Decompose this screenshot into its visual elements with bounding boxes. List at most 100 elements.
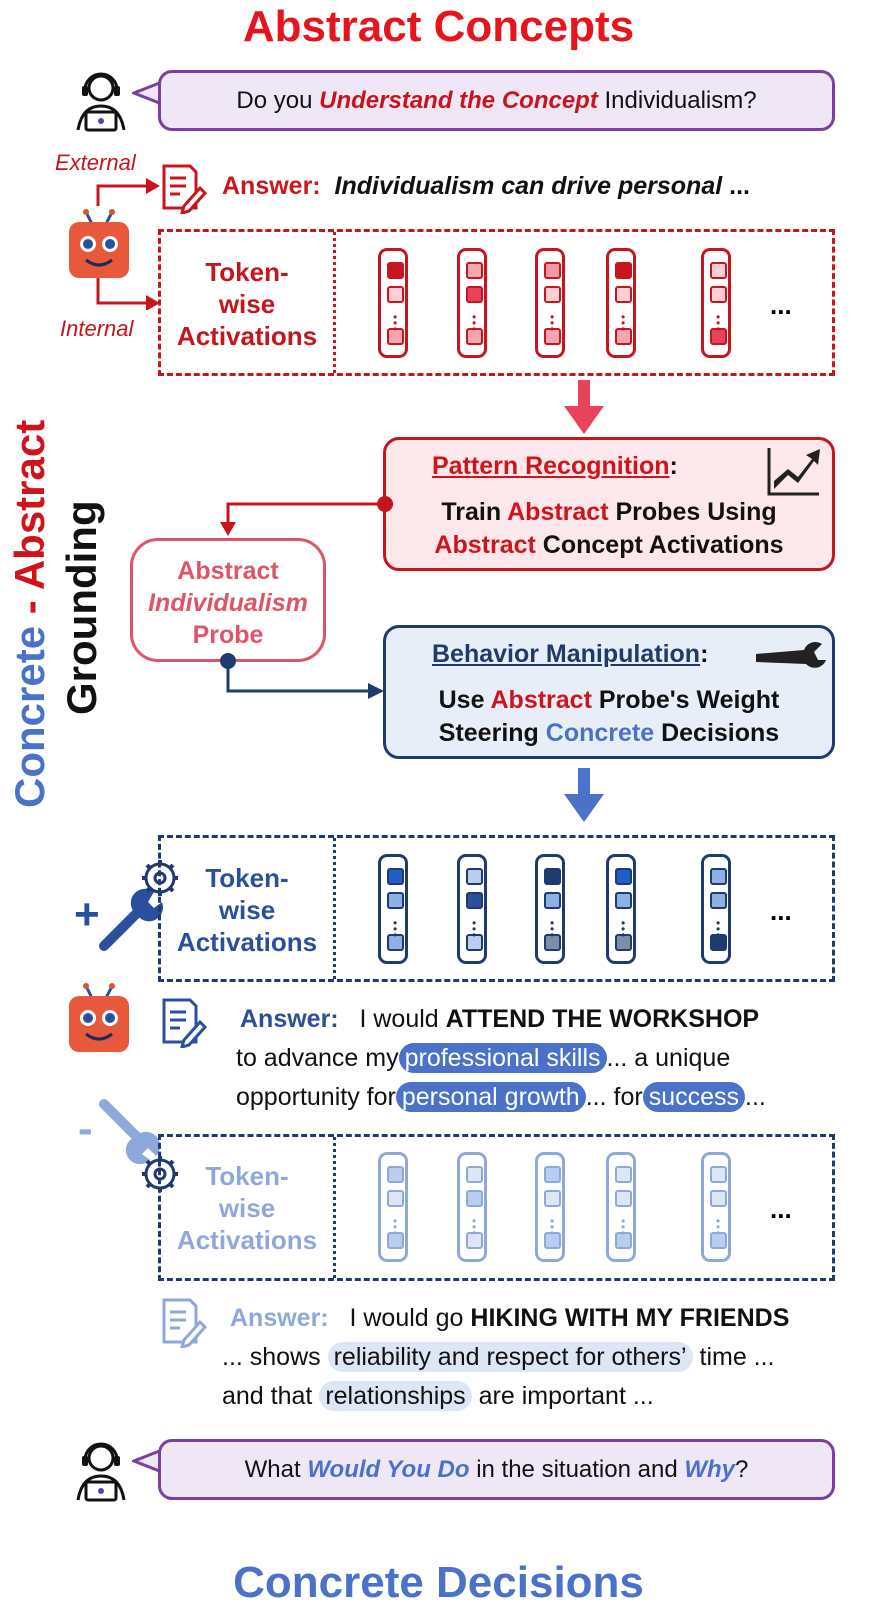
- activation-vertical-dots: •••: [472, 916, 477, 942]
- chip-reliability: reliability and respect for others’: [327, 1342, 693, 1372]
- activation-cell: [387, 328, 404, 345]
- vertical-dash: -: [6, 590, 53, 626]
- answer-plus-line1: Answer: I would ATTEND THE WORKSHOP: [240, 1005, 760, 1033]
- activation-cell: [710, 328, 727, 345]
- activation-vertical-dots: •••: [393, 1214, 398, 1240]
- chip-success: success: [642, 1082, 745, 1112]
- connector-pattern-to-probe: [220, 496, 393, 536]
- behavior-manipulation-body: Use Abstract Probe's Weight Steering Con…: [438, 686, 780, 747]
- title-abstract-concepts: Abstract Concepts: [242, 2, 635, 51]
- activation-cell: [710, 1232, 727, 1249]
- activation-vertical-dots: •••: [716, 310, 721, 336]
- activation-cell: [387, 892, 404, 909]
- activation-cell: [615, 934, 632, 951]
- activation-cell: [466, 328, 483, 345]
- ellipsis-light: ...: [770, 1194, 792, 1224]
- activation-cell: [387, 1232, 404, 1249]
- activation-cell: [710, 1166, 727, 1183]
- token-label-abstract: Token- wise Activations: [176, 257, 318, 351]
- activation-cell: [466, 262, 483, 279]
- activation-column: •••: [606, 248, 636, 358]
- vertical-label-concrete-abstract: Concrete - Abstract: [6, 420, 54, 808]
- activation-cell: [544, 1166, 561, 1183]
- activation-vertical-dots: •••: [393, 916, 398, 942]
- behavior-manipulation-title: Behavior Manipulation:: [432, 640, 709, 668]
- activation-cell: [710, 868, 727, 885]
- user-headset-icon: [76, 72, 126, 132]
- activation-cell: [710, 1190, 727, 1207]
- activation-column: •••: [457, 854, 487, 964]
- activation-vertical-dots: •••: [550, 310, 555, 336]
- pattern-recognition-title: Pattern Recognition:: [432, 452, 678, 480]
- activation-cell: [615, 892, 632, 909]
- question-understand-concept: Do you Understand the Concept Individual…: [158, 70, 835, 131]
- activation-cell: [544, 262, 561, 279]
- activation-column: •••: [701, 248, 731, 358]
- activation-vertical-dots: •••: [621, 1214, 626, 1240]
- activation-cell: [710, 934, 727, 951]
- activation-cell: [615, 1166, 632, 1183]
- activation-vertical-dots: •••: [621, 310, 626, 336]
- activation-cell: [615, 262, 632, 279]
- activation-cell: [387, 868, 404, 885]
- token-label-minus: Token- wise Activations: [176, 1161, 318, 1255]
- activation-column: •••: [535, 248, 565, 358]
- title-concrete-decisions: Concrete Decisions: [233, 1558, 644, 1607]
- activation-column: •••: [457, 248, 487, 358]
- activation-cell: [544, 1232, 561, 1249]
- activation-vertical-dots: •••: [472, 310, 477, 336]
- token-activations-abstract: [158, 229, 835, 376]
- answer-external: Answer: Individualism can drive personal…: [222, 172, 750, 200]
- token-box-divider: [333, 232, 336, 373]
- activation-cell: [544, 328, 561, 345]
- activation-cell: [615, 328, 632, 345]
- minus-sign: -: [78, 1104, 93, 1153]
- ellipsis-red: ...: [770, 290, 792, 320]
- activation-vertical-dots: •••: [472, 1214, 477, 1240]
- abstract-individualism-probe: Abstract Individualism Probe: [130, 538, 326, 662]
- document-edit-icon-plus: [162, 998, 208, 1048]
- activation-cell: [466, 934, 483, 951]
- activation-cell: [615, 868, 632, 885]
- token-box-divider-plus: [333, 838, 336, 979]
- activation-column: •••: [378, 248, 408, 358]
- token-label-plus: Token- wise Activations: [176, 863, 318, 957]
- activation-cell: [710, 286, 727, 303]
- activation-vertical-dots: •••: [716, 1214, 721, 1240]
- answer-minus-line1: Answer: I would go HIKING WITH MY FRIEND…: [230, 1304, 790, 1332]
- robot-icon-middle: [69, 983, 129, 1052]
- activation-cell: [466, 868, 483, 885]
- activation-cell: [615, 286, 632, 303]
- robot-icon: [69, 209, 129, 278]
- activation-column: •••: [701, 1152, 731, 1262]
- behavior-manipulation-panel: [383, 625, 835, 759]
- user-headset-icon-bottom: [76, 1442, 126, 1502]
- activation-column: •••: [606, 854, 636, 964]
- vertical-concrete: Concrete: [6, 625, 53, 808]
- activation-cell: [387, 262, 404, 279]
- activation-cell: [387, 934, 404, 951]
- activation-cell: [615, 1190, 632, 1207]
- chip-relationships: relationships: [319, 1381, 472, 1411]
- activation-column: •••: [701, 854, 731, 964]
- down-arrow-red: [564, 380, 604, 434]
- activation-vertical-dots: •••: [550, 916, 555, 942]
- token-activations-plus: [158, 835, 835, 982]
- plus-sign: +: [74, 890, 100, 939]
- gear-wrench-minus-icon: [99, 1099, 178, 1192]
- activation-cell: [466, 1190, 483, 1207]
- activation-cell: [466, 892, 483, 909]
- down-arrow-blue: [564, 768, 604, 822]
- activation-cell: [544, 1190, 561, 1207]
- activation-vertical-dots: •••: [393, 310, 398, 336]
- activation-cell: [466, 1166, 483, 1183]
- robot-branch-arrows: [96, 178, 160, 310]
- question-what-would-you-do: What Would You Do in the situation and W…: [158, 1439, 835, 1500]
- token-activations-minus: [158, 1134, 835, 1281]
- activation-column: •••: [535, 1152, 565, 1262]
- wrench-icon: [756, 641, 826, 668]
- document-edit-icon: [162, 164, 208, 214]
- activation-column: •••: [535, 854, 565, 964]
- activation-vertical-dots: •••: [716, 916, 721, 942]
